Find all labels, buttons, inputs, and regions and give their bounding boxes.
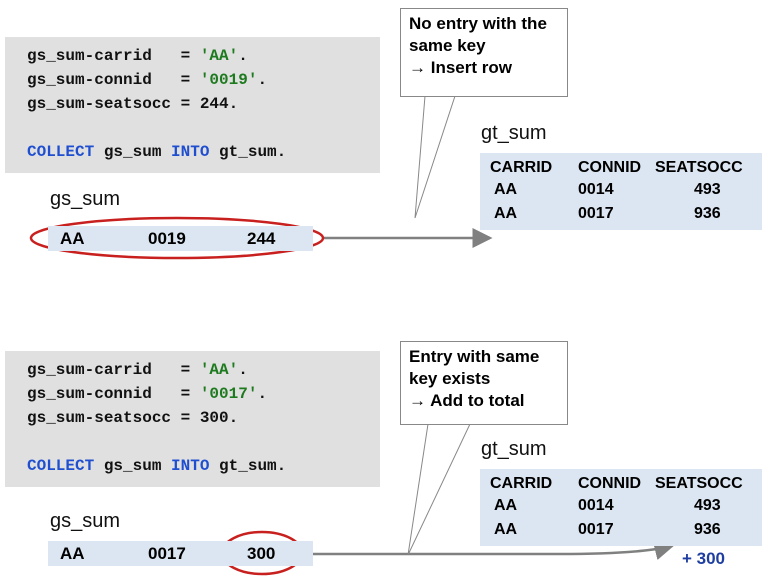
code-block-top: gs_sum-carrid = 'AA'. gs_sum-connid = '0… (5, 37, 380, 173)
callout-tail-bottom (407, 423, 471, 556)
arrow-add (313, 540, 675, 560)
code-block-bottom: gs_sum-carrid = 'AA'. gs_sum-connid = '0… (5, 351, 380, 487)
added-value: + 300 (682, 549, 726, 568)
gs-sum-label-top: gs_sum (50, 188, 121, 210)
gt-sum-label-top: gt_sum (481, 122, 547, 144)
highlight-ellipse-row (29, 216, 325, 260)
gt-sum-label-bottom: gt_sum (481, 438, 547, 460)
callout-tail-top (414, 95, 456, 219)
gs-sum-label-bottom: gs_sum (50, 510, 121, 532)
